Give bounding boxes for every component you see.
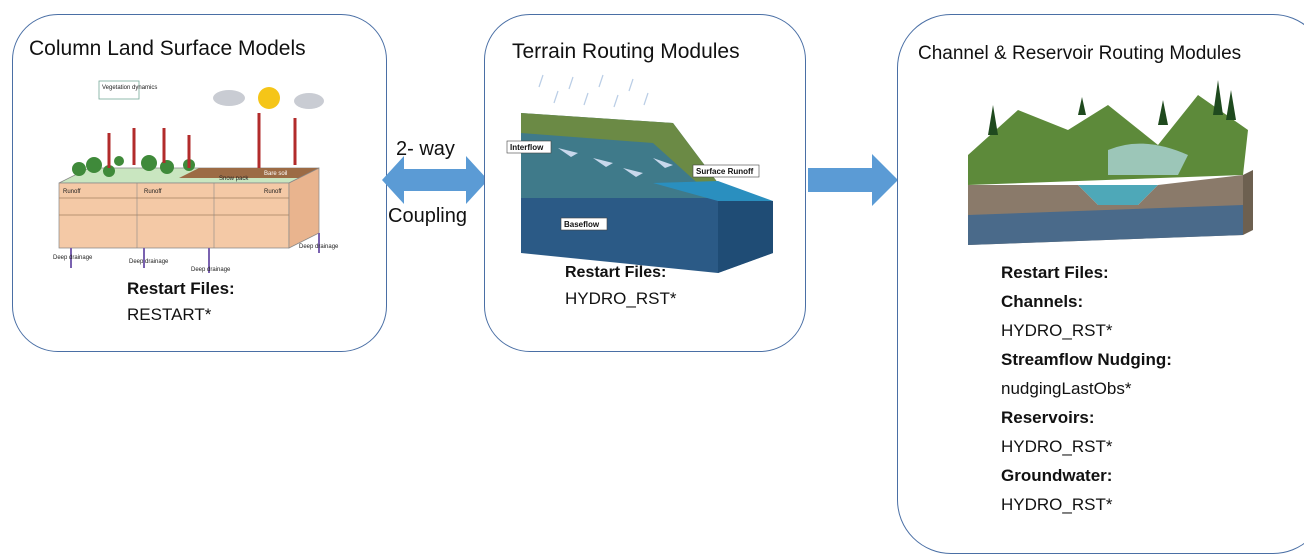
groundwater-value: HYDRO_RST* xyxy=(1001,495,1113,514)
restart-files-value: RESTART* xyxy=(127,305,212,324)
surface-runoff-label: Surface Runoff xyxy=(696,167,754,176)
land-surface-panel: Column Land Surface Models xyxy=(12,14,387,352)
restart-files-label: Restart Files: xyxy=(127,279,235,298)
terrain-illustration: Interflow Surface Runoff Baseflow xyxy=(506,74,773,273)
streamflow-nudging-label: Streamflow Nudging: xyxy=(1001,350,1172,369)
restart-files-label: Restart Files: xyxy=(565,264,667,281)
snow-pack-label: Snow pack xyxy=(219,176,249,182)
panel-title: Channel & Reservoir Routing Modules xyxy=(918,43,1242,64)
coupling-bottom-label: Coupling xyxy=(388,205,467,227)
deep-drainage-label: Deep drainage xyxy=(191,267,231,273)
panel-title: Terrain Routing Modules xyxy=(512,40,740,63)
restart-files-label: Restart Files: xyxy=(1001,263,1109,282)
reservoirs-value: HYDRO_RST* xyxy=(1001,437,1113,456)
restart-files-value: HYDRO_RST* xyxy=(565,289,677,308)
land-surface-illustration: Runoff Runoff Runoff Deep drainage Deep … xyxy=(53,80,339,273)
channels-value: HYDRO_RST* xyxy=(1001,321,1113,340)
one-way-arrow xyxy=(808,154,898,206)
channel-illustration xyxy=(968,80,1253,245)
terrain-routing-panel: Terrain Routing Modules Interflow Surfac… xyxy=(484,14,806,352)
baseflow-label: Baseflow xyxy=(564,220,600,229)
deep-drainage-label: Deep drainage xyxy=(299,244,339,250)
interflow-label: Interflow xyxy=(510,143,544,152)
deep-drainage-label: Deep drainage xyxy=(53,255,93,261)
reservoirs-label: Reservoirs: xyxy=(1001,408,1095,427)
channels-label: Channels: xyxy=(1001,292,1084,311)
runoff-label: Runoff xyxy=(63,189,81,195)
coupling-top-label: 2- way xyxy=(396,138,455,160)
groundwater-label: Groundwater: xyxy=(1001,466,1113,485)
runoff-label: Runoff xyxy=(144,189,162,195)
streamflow-nudging-value: nudgingLastObs* xyxy=(1001,379,1132,398)
two-way-coupling-arrow xyxy=(382,156,488,204)
bare-soil-label: Bare soil xyxy=(264,171,287,177)
channel-reservoir-panel: Channel & Reservoir Routing Modules Rest… xyxy=(897,14,1304,554)
runoff-label: Runoff xyxy=(264,189,282,195)
deep-drainage-label: Deep drainage xyxy=(129,259,169,265)
vegetation-label: Vegetation dynamics xyxy=(102,85,157,91)
panel-title: Column Land Surface Models xyxy=(29,37,306,60)
